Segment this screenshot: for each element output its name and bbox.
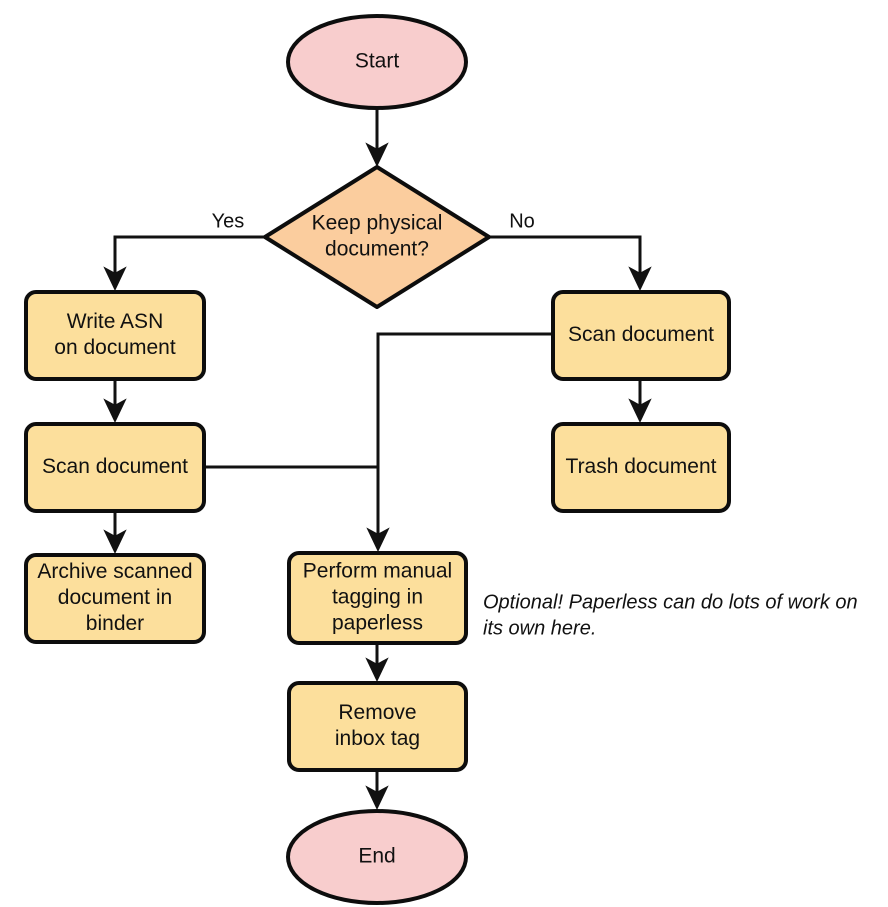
node-shape-end [286,809,468,905]
node-shape-trash-document [551,422,731,513]
node-end[interactable]: End [286,809,468,905]
edge-label-decision-no-to-scan-right: No [509,210,535,232]
edge-decision-yes-to-write-asn: Yes [103,210,265,292]
node-label-manual-tagging: paperless [332,612,423,635]
node-label-archive-binder: binder [86,612,144,635]
node-keep-physical[interactable]: Keep physical document? [263,165,491,309]
note-line: its own here. [483,617,596,639]
node-shape-keep-physical [263,165,491,309]
node-label-keep-physical: document? [325,238,429,261]
node-label-manual-tagging: tagging in [332,586,423,609]
node-shape-start [286,14,468,110]
note-optional-note: Optional! Paperless can do lots of work … [483,591,858,639]
node-shape-remove-inbox-tag [287,681,468,772]
node-shape-scan-document-left [24,422,206,513]
node-shape-archive-binder [24,553,206,644]
node-label-manual-tagging: Perform manual [303,560,452,583]
edge-path [103,235,265,292]
node-label-scan-document-right: Scan document [568,323,714,346]
node-remove-inbox-tag[interactable]: Remove inbox tag [287,681,468,772]
node-label-keep-physical: Keep physical [312,212,443,235]
edge-path [366,332,553,553]
node-scan-document-left[interactable]: Scan document [24,422,206,513]
node-label-remove-inbox-tag: inbox tag [335,727,420,750]
node-label-archive-binder: Archive scanned [37,560,192,583]
node-shape-scan-document-right [551,290,731,381]
node-label-scan-document-left: Scan document [42,455,188,478]
node-label-trash-document: Trash document [566,455,717,478]
node-shape-write-asn [24,290,206,381]
node-shape-manual-tagging [287,551,468,645]
node-trash-document[interactable]: Trash document [551,422,731,513]
node-label-remove-inbox-tag: Remove [338,701,416,724]
edge-path [489,235,652,292]
edge-scan-right-to-manual-tagging [366,332,553,553]
node-start[interactable]: Start [286,14,468,110]
node-write-asn[interactable]: Write ASN on document [24,290,206,381]
node-label-write-asn: on document [54,336,176,359]
edge-decision-no-to-scan-right: No [489,210,652,292]
node-label-write-asn: Write ASN [67,310,163,333]
edge-label-decision-yes-to-write-asn: Yes [212,210,245,232]
node-label-start: Start [355,50,400,73]
node-manual-tagging[interactable]: Perform manual tagging in paperless [287,551,468,645]
note-line: Optional! Paperless can do lots of work … [483,591,858,613]
node-scan-document-right[interactable]: Scan document [551,290,731,381]
edges-layer: Yes No [103,108,652,811]
notes-layer: Optional! Paperless can do lots of work … [483,591,858,639]
node-label-archive-binder: document in [58,586,172,609]
node-label-end: End [358,845,395,868]
node-archive-binder[interactable]: Archive scanned document in binder [24,553,206,644]
